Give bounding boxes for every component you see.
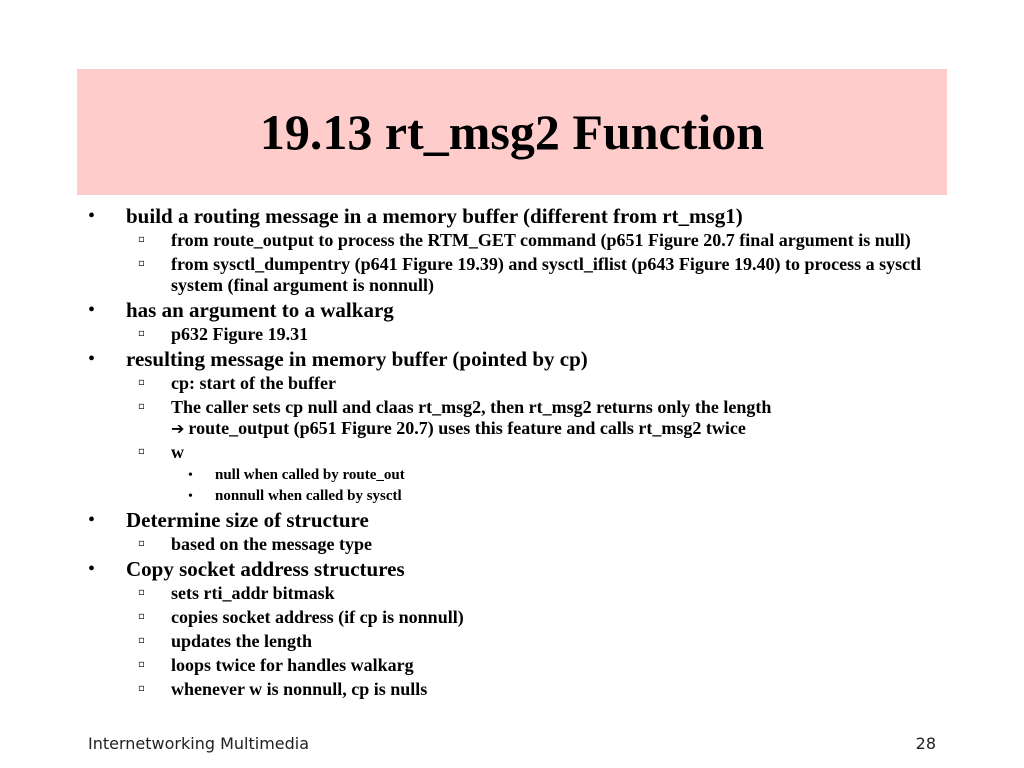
bullet-text: has an argument to a walkarg [126, 298, 394, 322]
bullet-text: loops twice for handles walkarg [171, 655, 414, 675]
bullet-text: Determine size of structure [126, 508, 369, 532]
bullet-text: resulting message in memory buffer (poin… [126, 347, 588, 371]
bullet-marker-icon: • [188, 489, 193, 504]
footer-course-name: Internetworking Multimedia [88, 734, 310, 753]
bullet-level2-item: ▫ loops twice for handles walkarg [88, 655, 958, 676]
bullet-marker-icon: ▫ [138, 234, 145, 245]
bullet-text: from sysctl_dumpentry (p641 Figure 19.39… [171, 254, 922, 295]
bullet-marker-icon: ▫ [138, 683, 145, 694]
bullet-marker-icon: • [88, 509, 96, 531]
bullet-level2-item: ▫ p632 Figure 19.31 [88, 324, 958, 345]
bullet-level2-item: ▫ sets rti_addr bitmask [88, 583, 958, 604]
bullet-level1-item: • Determine size of structure [88, 509, 958, 531]
bullet-level1-item: • build a routing message in a memory buf… [88, 205, 958, 227]
bullet-text: based on the message type [171, 534, 372, 554]
bullet-list: • build a routing message in a memory buf… [88, 202, 958, 703]
bullet-marker-icon: • [88, 558, 96, 580]
bullet-text: p632 Figure 19.31 [171, 324, 309, 344]
bullet-marker-icon: ▫ [138, 328, 145, 339]
bullet-text: w [171, 442, 184, 462]
bullet-level1-item: • resulting message in memory buffer (poi… [88, 348, 958, 370]
slide-title: 19.13 rt_msg2 Function [259, 104, 765, 160]
bullet-text: whenever w is nonnull, cp is nulls [171, 679, 428, 699]
bullet-marker-icon: • [88, 299, 96, 321]
bullet-level2-item: ▫ from sysctl_dumpentry (p641 Figure 19.3… [88, 254, 958, 296]
bullet-level2-item: ▫ based on the message type [88, 534, 958, 555]
bullet-text: nonnull when called by sysctl [215, 488, 402, 504]
bullet-text: null when called by route_out [215, 467, 405, 483]
bullet-marker-icon: • [88, 205, 96, 227]
bullet-marker-icon: ▫ [138, 446, 145, 457]
bullet-text: updates the length [171, 631, 313, 651]
bullet-level2-item: ▫ updates the length [88, 631, 958, 652]
bullet-marker-icon: • [88, 348, 96, 370]
bullet-marker-icon: ▫ [138, 377, 145, 388]
right-arrow-icon: ➔ [171, 419, 185, 438]
bullet-text: sets rti_addr bitmask [171, 583, 335, 603]
bullet-text: copies socket address (if cp is nonnull) [171, 607, 464, 627]
title-banner: 19.13 rt_msg2 Function [77, 69, 947, 195]
bullet-continuation-text: route_output (p651 Figure 20.7) uses thi… [188, 418, 746, 438]
bullet-marker-icon: ▫ [138, 258, 145, 269]
bullet-level2-item: ▫ from route_output to process the RTM_GE… [88, 230, 958, 251]
bullet-level3-item: • nonnull when called by sysctl [88, 487, 958, 506]
bullet-level2-item: ▫ cp: start of the buffer [88, 373, 958, 394]
bullet-level1-item: • Copy socket address structures [88, 558, 958, 580]
bullet-text: The caller sets cp null and claas rt_msg… [171, 397, 772, 417]
bullet-marker-icon: ▫ [138, 659, 145, 670]
bullet-level2-item: ▫ whenever w is nonnull, cp is nulls [88, 679, 958, 700]
footer-page-number: 28 [915, 734, 936, 753]
bullet-level2-item: ▫ The caller sets cp null and claas rt_ms… [88, 397, 958, 439]
bullet-text: Copy socket address structures [126, 557, 405, 581]
bullet-level3-item: • null when called by route_out [88, 466, 958, 485]
bullet-level2-item: ▫w [88, 442, 958, 463]
bullet-level1-item: • has an argument to a walkarg [88, 299, 958, 321]
bullet-text: build a routing message in a memory buff… [126, 204, 743, 228]
bullet-marker-icon: • [188, 468, 193, 483]
bullet-marker-icon: ▫ [138, 635, 145, 646]
bullet-marker-icon: ▫ [138, 611, 145, 622]
bullet-level2-item: ▫ copies socket address (if cp is nonnull… [88, 607, 958, 628]
bullet-text: from route_output to process the RTM_GET… [171, 230, 911, 250]
bullet-marker-icon: ▫ [138, 538, 145, 549]
bullet-marker-icon: ▫ [138, 401, 145, 412]
bullet-text: cp: start of the buffer [171, 373, 336, 393]
bullet-marker-icon: ▫ [138, 587, 145, 598]
